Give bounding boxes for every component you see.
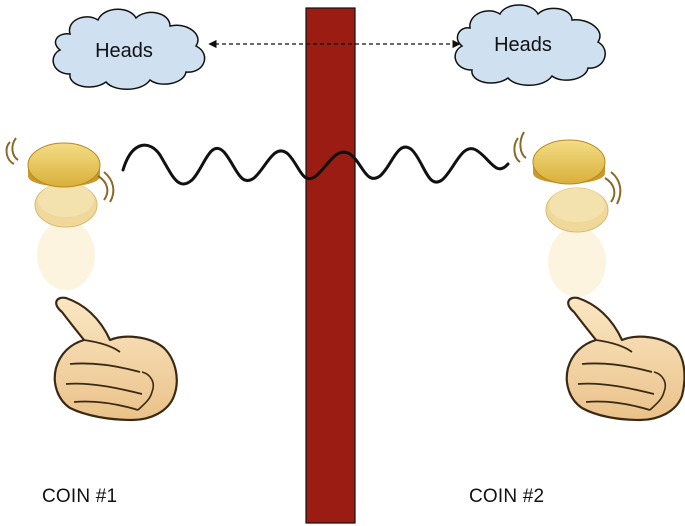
coin1-label: COIN #1 [42,486,118,507]
left-flipping-coin-icon [5,137,115,290]
coin2-label: COIN #2 [469,486,545,507]
right-flipping-coin-icon [513,131,622,297]
left-cloud-icon: Heads [52,8,206,90]
right-thumbs-up-icon [565,296,685,422]
barrier-wall [305,7,356,524]
wavy-line-icon [121,143,510,186]
left-thumbs-up-icon [53,296,178,422]
right-cloud-icon: Heads [454,4,606,86]
right-cloud-text: Heads [494,34,552,56]
left-cloud-text: Heads [95,40,153,62]
